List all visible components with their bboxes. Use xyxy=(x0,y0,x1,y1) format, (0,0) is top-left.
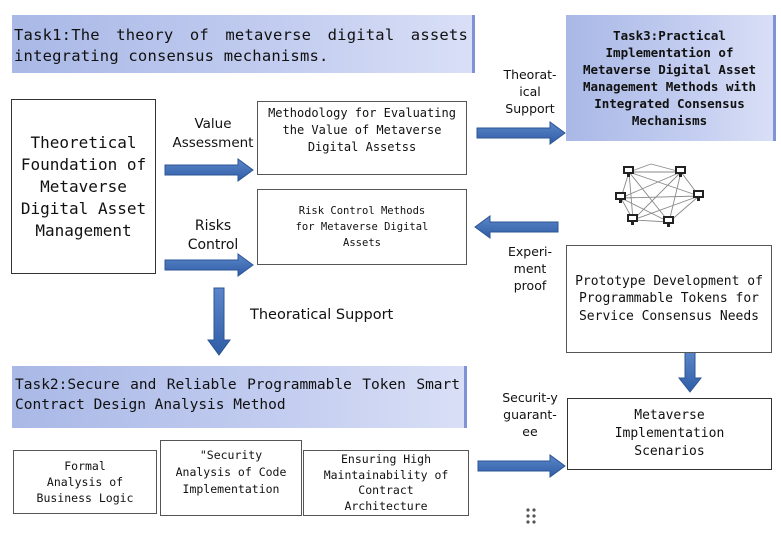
theoretical-support-arrow-down xyxy=(207,287,231,356)
task2-banner: Task2:Secure and Reliable Programmable T… xyxy=(12,366,467,428)
security-analysis-box: "Security Analysis of Code Implementatio… xyxy=(160,440,302,516)
theoretical-support-arrow-right xyxy=(476,121,566,145)
scenarios-box: Metaverse Implementation Scenarios xyxy=(567,398,772,470)
theoretical-support-top-label: Theorat-ical Support xyxy=(503,67,557,116)
network-nodes-icon xyxy=(615,163,704,227)
maintainability-text: Ensuring High Maintainability of Contrac… xyxy=(323,452,449,513)
value-assessment-label: Value Assessment xyxy=(172,116,254,151)
security-analysis-text: "Security Analysis of Code Implementatio… xyxy=(175,448,287,496)
drag-handle-icon[interactable] xyxy=(526,508,536,524)
risk-methods-box: Risk Control Methods for Metaverse Digit… xyxy=(257,189,467,265)
task2-title: Task2:Secure and Reliable Programmable T… xyxy=(15,377,460,413)
security-guarantee-arrow xyxy=(477,454,566,478)
security-guarantee-label: Securit-y guarant-ee xyxy=(502,390,558,439)
theoretical-support-mid-label: Theoratical Support xyxy=(250,307,394,323)
risks-control-label: Risks Control xyxy=(187,218,239,253)
foundation-text: Theoretical Foundation of Metaverse Digi… xyxy=(20,132,147,240)
experiment-proof-arrow-left xyxy=(474,215,559,239)
task3-title: Task3:Practical Implementation of Metave… xyxy=(582,28,757,128)
prototype-arrow-down xyxy=(677,351,703,393)
prototype-text: Prototype Development of Programmable To… xyxy=(575,273,763,324)
scenarios-text: Metaverse Implementation Scenarios xyxy=(614,408,725,459)
maintainability-box: Ensuring High Maintainability of Contrac… xyxy=(303,450,469,516)
task1-banner: Task1:The theory of metaverse digital as… xyxy=(12,15,475,73)
risk-methods-text: Risk Control Methods for Metaverse Digit… xyxy=(295,205,429,249)
experiment-proof-label: Experi-ment proof xyxy=(507,244,553,293)
prototype-box: Prototype Development of Programmable To… xyxy=(566,245,772,353)
risks-control-arrow xyxy=(164,253,254,277)
task3-banner: Task3:Practical Implementation of Metave… xyxy=(566,15,776,141)
methodology-box: Methodology for Evaluating the Value of … xyxy=(257,101,467,175)
methodology-text: Methodology for Evaluating the Value of … xyxy=(268,106,456,154)
foundation-box: Theoretical Foundation of Metaverse Digi… xyxy=(11,99,156,274)
task1-title: Task1:The theory of metaverse digital as… xyxy=(14,26,468,65)
formal-analysis-box: Formal Analysis of Business Logic xyxy=(13,450,157,514)
formal-analysis-text: Formal Analysis of Business Logic xyxy=(36,459,134,505)
value-assessment-arrow xyxy=(164,158,254,182)
